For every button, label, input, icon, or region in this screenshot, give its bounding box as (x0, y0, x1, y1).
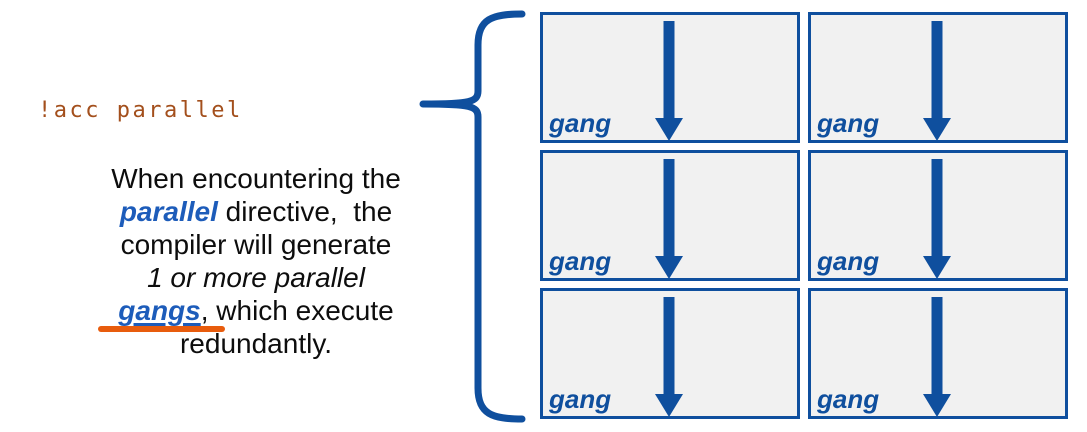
text-segment: , which execute (200, 295, 394, 326)
description-line: compiler will generate (40, 228, 472, 261)
description-line: 1 or more parallel (40, 261, 472, 294)
down-arrow-icon (808, 288, 1068, 419)
down-arrow-icon (540, 150, 800, 281)
gang-label: gang (817, 246, 880, 276)
gang-box: gang (540, 12, 800, 143)
text-segment: redundantly. (179, 328, 333, 359)
gang-box: gang (540, 150, 800, 281)
description-line: parallel directive, the (40, 195, 472, 228)
keyword-gangs: gangs (98, 295, 225, 332)
description-line: When encountering the (40, 162, 472, 195)
gang-label: gang (549, 384, 612, 414)
gang-grid: gang gang gang gang (540, 12, 1068, 419)
down-arrow-icon (540, 12, 800, 143)
left-curly-brace-icon (419, 10, 526, 423)
down-arrow-icon (808, 12, 1068, 143)
description-line: redundantly. (40, 327, 472, 360)
text-segment: compiler will generate (120, 229, 392, 260)
keyword-parallel: parallel (119, 196, 218, 227)
gang-box: gang (808, 288, 1068, 419)
gang-label: gang (549, 108, 612, 138)
text-segment: directive, the (217, 196, 393, 227)
gang-box: gang (808, 150, 1068, 281)
text-segment: 1 or more parallel (147, 262, 365, 293)
gang-label: gang (817, 384, 880, 414)
gang-label: gang (549, 246, 612, 276)
orange-underline-mark (98, 326, 225, 332)
down-arrow-icon (540, 288, 800, 419)
openacc-directive-code: !acc parallel (38, 98, 243, 123)
text-segment: When encountering the (111, 163, 401, 194)
description-line: gangs, which execute (40, 294, 472, 332)
gang-box: gang (808, 12, 1068, 143)
gang-box: gang (540, 288, 800, 419)
down-arrow-icon (808, 150, 1068, 281)
gang-label: gang (817, 108, 880, 138)
